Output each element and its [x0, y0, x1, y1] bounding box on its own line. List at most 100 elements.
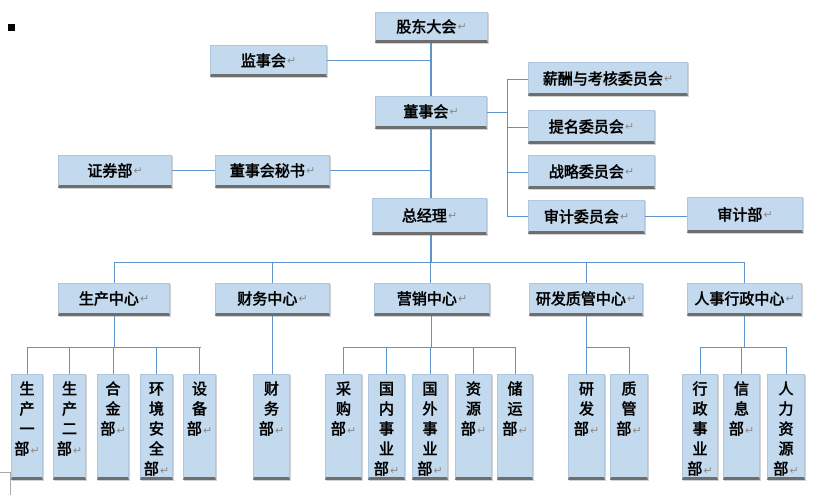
- connector-line: [430, 129, 432, 198]
- org-node-shareholders-meeting[interactable]: 股东大会↵: [375, 12, 488, 43]
- org-node-storage-transport-dept[interactable]: 储运部↵: [497, 374, 533, 480]
- connector-line: [69, 347, 70, 374]
- org-node-audit-committee[interactable]: 审计委员会↵: [528, 200, 645, 234]
- paragraph-return-mark: ↵: [286, 54, 297, 67]
- connector-line: [343, 347, 516, 348]
- node-label: 证券部: [87, 163, 133, 180]
- org-node-hr-admin-center[interactable]: 人事行政中心↵: [687, 283, 802, 316]
- org-node-rd-quality-center[interactable]: 研发质管中心↵: [529, 283, 643, 316]
- org-node-production-center[interactable]: 生产中心↵: [58, 283, 170, 316]
- connector-line: [114, 262, 745, 263]
- node-label: 审计委员会: [543, 208, 619, 226]
- org-node-overseas-business-dept[interactable]: 国外事业部↵: [412, 374, 448, 480]
- node-label: 生产二部↵: [56, 381, 83, 458]
- node-label: 质管部↵: [616, 381, 642, 438]
- connector-line: [786, 347, 787, 374]
- org-node-finance-center[interactable]: 财务中心↵: [215, 283, 330, 316]
- org-node-environment-safety-dept[interactable]: 环境安全部↵: [140, 374, 173, 480]
- org-node-audit-department[interactable]: 审计部↵: [687, 197, 803, 233]
- node-label: 总经理: [401, 208, 447, 225]
- paragraph-return-mark: ↵: [30, 445, 40, 457]
- org-node-board-of-directors[interactable]: 董事会↵: [375, 96, 487, 129]
- node-label: 人力资源部↵: [773, 381, 799, 478]
- connector-line: [508, 79, 528, 80]
- paragraph-return-mark: ↵: [663, 72, 674, 85]
- paragraph-return-mark: ↵: [305, 165, 316, 177]
- org-node-strategy-committee[interactable]: 战略委员会↵: [528, 155, 655, 189]
- connector-line: [156, 347, 157, 374]
- node-label: 财务中心: [237, 291, 298, 308]
- org-node-finance-dept[interactable]: 财务部↵: [253, 374, 290, 480]
- connector-line: [272, 316, 273, 374]
- node-label: 行政事业部↵: [687, 381, 713, 478]
- connector-line: [741, 347, 742, 374]
- page-corner-border-h: [0, 472, 11, 473]
- node-label: 生产中心: [78, 291, 139, 308]
- node-label: 研发部↵: [573, 381, 600, 438]
- paragraph-return-mark: ↵: [518, 425, 528, 437]
- connector-line: [199, 347, 200, 374]
- org-node-supervisory-board[interactable]: 监事会↵: [210, 45, 327, 77]
- org-node-production-dept-1[interactable]: 生产一部↵: [11, 374, 43, 480]
- node-label: 国外事业部↵: [417, 381, 443, 478]
- org-node-securities-department[interactable]: 证券部↵: [58, 155, 172, 188]
- connector-line: [330, 170, 430, 171]
- connector-line: [744, 316, 745, 347]
- paragraph-return-mark: ↵: [703, 465, 713, 477]
- paragraph-return-mark: ↵: [624, 165, 635, 178]
- paragraph-return-mark: ↵: [457, 293, 468, 305]
- paragraph-return-mark: ↵: [346, 425, 357, 437]
- connector-line: [473, 347, 474, 374]
- node-label: 人事行政中心: [694, 291, 785, 308]
- paragraph-return-mark: ↵: [632, 425, 642, 437]
- connector-line: [744, 262, 745, 283]
- paragraph-return-mark: ↵: [116, 425, 126, 437]
- org-node-quality-dept[interactable]: 质管部↵: [610, 374, 648, 480]
- connector-line: [586, 316, 587, 347]
- node-label: 监事会: [240, 52, 286, 70]
- connector-line: [430, 262, 431, 283]
- connector-line: [487, 112, 508, 113]
- paragraph-return-mark: ↵: [133, 165, 143, 177]
- anchor-square-mark: [8, 24, 15, 31]
- node-label: 合金部↵: [100, 381, 126, 438]
- connector-line: [114, 262, 115, 283]
- connector-line: [508, 127, 528, 128]
- org-node-domestic-business-dept[interactable]: 国内事业部↵: [368, 374, 405, 480]
- org-node-resources-dept[interactable]: 资源部↵: [455, 374, 492, 480]
- connector-line: [430, 347, 431, 374]
- org-node-information-dept[interactable]: 信息部↵: [723, 374, 760, 480]
- org-node-general-manager[interactable]: 总经理↵: [372, 198, 487, 235]
- org-node-rd-dept[interactable]: 研发部↵: [568, 374, 605, 480]
- paragraph-return-mark: ↵: [619, 210, 630, 223]
- org-node-equipment-dept[interactable]: 设备部↵: [183, 374, 216, 480]
- paragraph-return-mark: ↵: [457, 21, 467, 33]
- node-label: 环境安全部↵: [143, 381, 170, 478]
- connector-line: [508, 216, 528, 217]
- node-label: 审计部: [717, 206, 763, 224]
- org-node-marketing-center[interactable]: 营销中心↵: [374, 283, 490, 316]
- paragraph-return-mark: ↵: [589, 425, 600, 437]
- org-node-board-secretary[interactable]: 董事会秘书↵: [215, 155, 330, 188]
- paragraph-return-mark: ↵: [785, 293, 795, 305]
- connector-line: [700, 347, 787, 348]
- paragraph-return-mark: ↵: [744, 425, 755, 437]
- paragraph-return-mark: ↵: [476, 425, 487, 437]
- org-node-nomination-committee[interactable]: 提名委员会↵: [528, 110, 655, 144]
- org-node-admin-business-dept[interactable]: 行政事业部↵: [682, 374, 718, 480]
- org-node-alloy-dept[interactable]: 合金部↵: [97, 374, 129, 480]
- org-node-purchasing-dept[interactable]: 采购部↵: [325, 374, 362, 480]
- node-label: 国内事业部↵: [373, 381, 400, 478]
- paragraph-return-mark: ↵: [159, 465, 170, 477]
- paragraph-return-mark: ↵: [626, 293, 637, 305]
- connector-line: [431, 316, 432, 347]
- connector-line: [586, 347, 630, 348]
- org-node-production-dept-2[interactable]: 生产二部↵: [53, 374, 86, 480]
- org-node-remuneration-assessment-committee[interactable]: 薪酬与考核委员会↵: [528, 62, 688, 96]
- paragraph-return-mark: ↵: [298, 293, 308, 305]
- node-label: 研发质管中心: [535, 291, 626, 308]
- org-node-hr-dept[interactable]: 人力资源部↵: [767, 374, 805, 480]
- node-label: 董事会秘书: [229, 163, 305, 180]
- node-label: 采购部↵: [330, 381, 357, 438]
